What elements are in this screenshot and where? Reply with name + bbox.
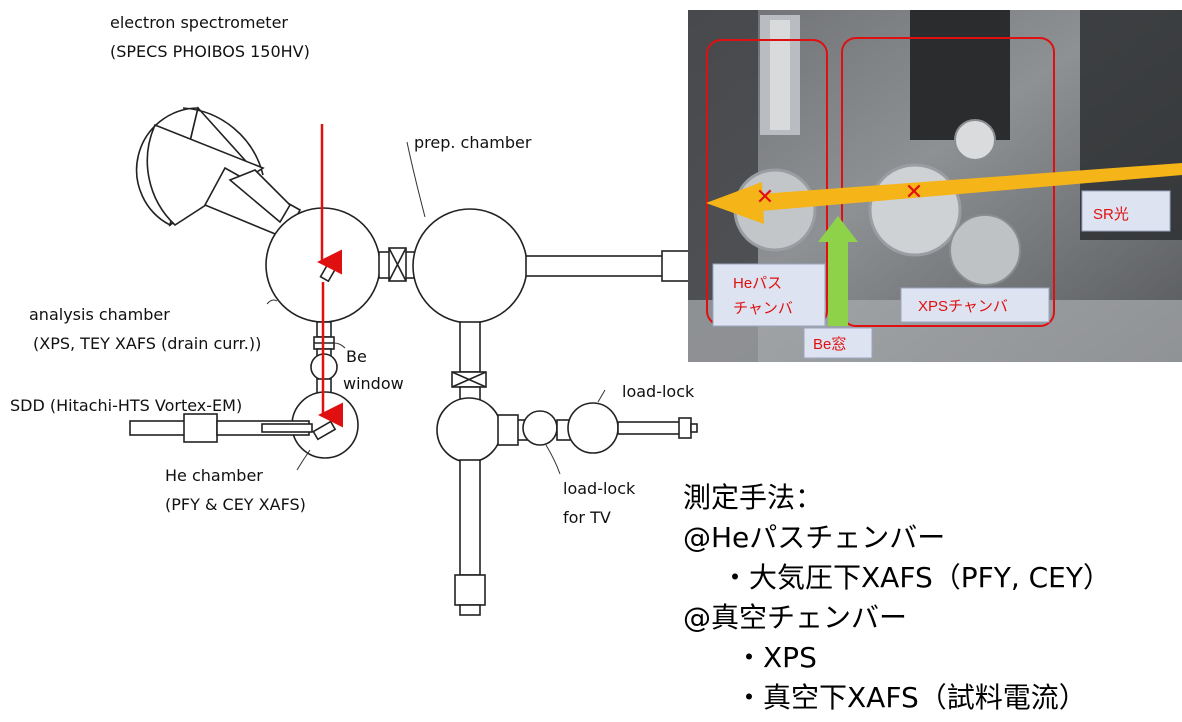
methods-heading: 測定手法： xyxy=(683,478,1178,518)
electron-spectrometer-shape xyxy=(137,108,300,238)
load-lock-label: load-lock xyxy=(622,382,695,401)
sr-light-label: SR光 xyxy=(1093,206,1129,223)
vacuum-heading: @真空チェンバー xyxy=(683,598,1178,638)
schematic xyxy=(130,108,697,615)
prep-chamber-shape xyxy=(413,209,527,323)
transfer-chamber-shape xyxy=(437,398,501,462)
spectrometer-label: electron spectrometer xyxy=(110,13,288,32)
cross-marker-xps: ✕ xyxy=(905,180,923,205)
sdd-label: SDD (Hitachi-HTS Vortex-EM) xyxy=(10,396,242,415)
he-path-method: ・大気圧下XAFS（PFY, CEY） xyxy=(683,558,1178,598)
measurement-methods: 測定手法： @Heパスチェンバー ・大気圧下XAFS（PFY, CEY） @真空… xyxy=(683,478,1178,718)
load-lock-tv-shape xyxy=(523,411,557,445)
load-lock-tv-label-2: for TV xyxy=(563,508,611,527)
he-path-chamber-label-2: チャンバ xyxy=(733,300,793,317)
be-window-label-2: window xyxy=(343,374,404,393)
apparatus-photo: ✕ ✕ SR光 Heパス チャンバ XPSチャンバ Be窓 xyxy=(688,10,1182,362)
load-lock-tv-label: load-lock xyxy=(563,479,636,498)
analysis-chamber-detail: (XPS, TEY XAFS (drain curr.)) xyxy=(33,334,261,353)
spectrometer-model-label: (SPECS PHOIBOS 150HV) xyxy=(110,42,310,61)
analysis-chamber-label: analysis chamber xyxy=(29,305,170,324)
he-path-chamber-label: Heパス xyxy=(733,275,782,292)
cross-marker-he: ✕ xyxy=(756,185,774,210)
prep-chamber-label: prep. chamber xyxy=(414,133,532,152)
he-path-heading: @Heパスチェンバー xyxy=(683,518,1178,558)
xps-chamber-label: XPSチャンバ xyxy=(918,298,1008,315)
vacuum-method-xps: ・XPS xyxy=(683,638,1178,678)
load-lock-shape xyxy=(568,403,618,453)
vacuum-method-xafs: ・真空下XAFS（試料電流） xyxy=(683,678,1178,718)
sdd-detector-shape xyxy=(130,421,185,435)
he-chamber-label: He chamber xyxy=(165,466,263,485)
be-window-label: Be xyxy=(346,347,367,366)
he-chamber-detail: (PFY & CEY XAFS) xyxy=(165,495,306,514)
be-window-photo-label: Be窓 xyxy=(813,335,846,353)
